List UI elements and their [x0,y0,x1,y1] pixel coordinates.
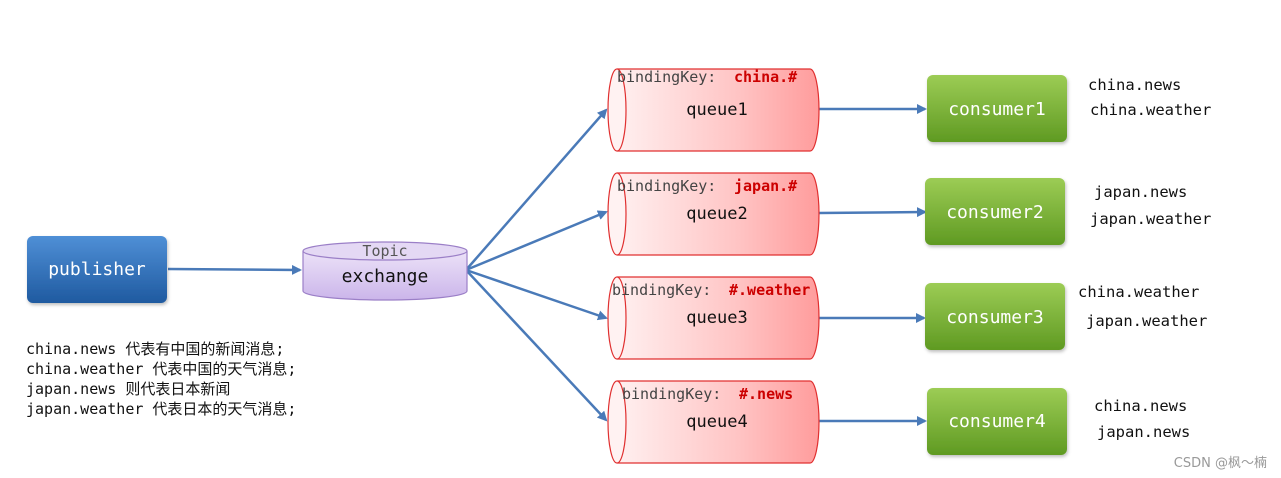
queue-label: queue1 [686,100,747,120]
arrow-publisher-exchange [167,264,302,275]
queue-body [617,380,820,464]
legend-line: japan.weather 代表日本的天气消息; [26,400,297,418]
consumer-key: japan.news [1097,423,1190,441]
exchange-body [302,251,468,301]
arrow-exchange-queue2 [465,210,608,272]
queue-end [607,68,627,152]
consumer-box [925,283,1065,350]
consumer-key: japan.news [1094,183,1187,201]
consumer-node-2: consumer2 [925,178,1065,245]
binding-key-label: bindingKey: japan.# [617,176,797,195]
consumer-key: china.news [1094,397,1187,415]
consumer-label: consumer2 [946,202,1044,223]
arrow-exchange-queue1 [465,108,608,271]
binding-key-value: china.# [734,68,797,86]
queue-node-3: bindingKey: #.weather queue3 [607,276,820,360]
binding-key-prefix: bindingKey: [617,68,716,86]
publisher-label: publisher [48,259,146,280]
legend-line: china.weather 代表中国的天气消息; [26,360,297,378]
queue-end [607,172,627,256]
arrow-exchange-queue3 [465,268,608,321]
legend-line: china.news 代表有中国的新闻消息; [26,340,285,358]
consumer-box [927,388,1067,455]
binding-key-prefix: bindingKey: [617,177,716,195]
queue-body [617,172,820,256]
queue-body [617,68,820,152]
connection-arrows [167,104,927,426]
consumer-key: japan.weather [1086,312,1207,330]
queue-label: queue2 [686,204,747,224]
consumer-box [927,75,1067,142]
queue-node-1: bindingKey: china.# queue1 [607,67,820,152]
queue-end [607,276,627,360]
exchange-type-label: Topic [362,242,407,260]
consumer-box [925,178,1065,245]
exchange-label: exchange [342,266,429,287]
arrow-queue2-consumer2 [818,207,927,218]
queue-body [617,276,820,360]
consumer-key: japan.weather [1090,210,1211,228]
consumer-label: consumer4 [948,411,1046,432]
publisher-node: publisher [27,236,167,303]
consumer-node-4: consumer4 [927,388,1067,455]
consumer-node-3: consumer3 [925,283,1065,350]
queue-label: queue4 [686,412,747,432]
consumer-node-1: consumer1 [927,75,1067,142]
consumer-label: consumer1 [948,99,1046,120]
queue-label: queue3 [686,308,747,328]
consumer-key: china.news [1088,76,1181,94]
exchange-node: Topic exchange [302,241,468,301]
exchange-top [302,241,468,261]
queue-node-4: bindingKey: #.news queue4 [607,380,820,464]
binding-key-value: japan.# [734,177,797,195]
watermark: CSDN @枫～楠 [1173,456,1267,471]
binding-key-label: bindingKey: #.weather [612,280,810,299]
consumer-keys: china.news china.weather japan.news japa… [1078,76,1211,441]
queue-node-2: bindingKey: japan.# queue2 [607,172,820,256]
binding-key-prefix: bindingKey: [612,281,711,299]
binding-key-label: bindingKey: china.# [617,67,797,86]
binding-key-value: #.weather [729,281,810,299]
publisher-box [27,236,167,303]
queue-end [607,380,627,464]
arrow-exchange-queue4 [465,269,608,422]
consumer-key: china.weather [1078,283,1199,301]
binding-key-prefix: bindingKey: [622,385,721,403]
consumer-label: consumer3 [946,307,1044,328]
legend-line: japan.news 则代表日本新闻 [26,380,231,398]
binding-key-label: bindingKey: #.news [622,384,793,403]
binding-key-value: #.news [739,385,793,403]
consumer-key: china.weather [1090,101,1211,119]
